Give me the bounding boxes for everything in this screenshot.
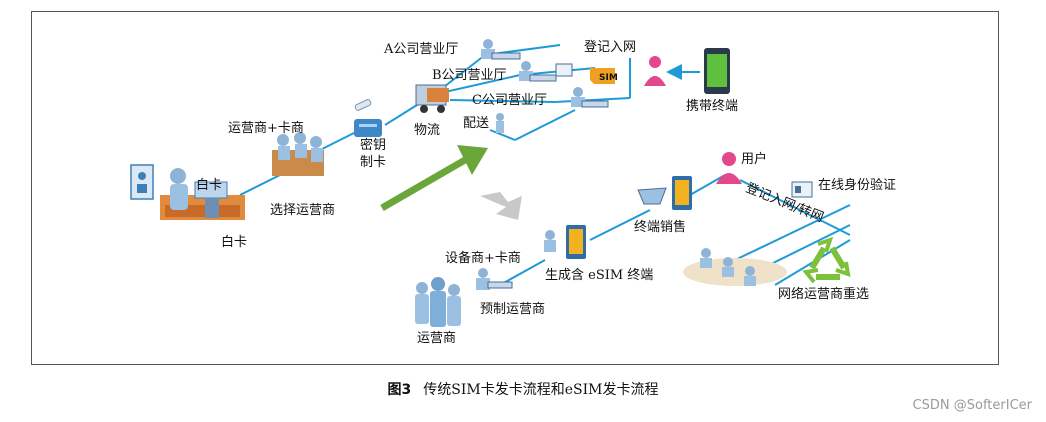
usb-key-icon bbox=[354, 99, 372, 111]
operator-card-vendor-meeting-icon bbox=[272, 132, 324, 176]
register-user-icon bbox=[644, 56, 666, 86]
operator-people-icon bbox=[415, 277, 461, 327]
label-online-verify: 在线身份验证 bbox=[818, 177, 896, 193]
traditional-flow-lines bbox=[239, 44, 700, 196]
label-b-hall: B公司营业厅 bbox=[432, 68, 507, 83]
label-white-card-bottom: 白卡 bbox=[221, 234, 247, 250]
figure-caption: 图3 传统SIM卡发卡流程和eSIM发卡流程 bbox=[0, 379, 1046, 399]
sim-esim-flow-diagram: A公司营业厅 B公司营业厅 C公司营业厅 登记入网 SIM 携带终端 运营商+卡… bbox=[130, 39, 896, 346]
label-operator: 运营商 bbox=[417, 331, 456, 346]
figure-title: 传统SIM卡发卡流程和eSIM发卡流程 bbox=[423, 382, 659, 398]
csdn-watermark: CSDN @SofterICer bbox=[912, 398, 1032, 413]
a-hall-service-icon bbox=[481, 39, 521, 60]
label-register-network: 登记入网 bbox=[584, 40, 636, 55]
esim-user-icon bbox=[716, 152, 742, 184]
label-terminal-sales: 终端销售 bbox=[634, 219, 686, 235]
label-c-hall: C公司营业厅 bbox=[472, 93, 547, 108]
mobile-phone-icon bbox=[704, 48, 730, 94]
label-generate-esim-terminal: 生成含 eSIM 终端 bbox=[545, 267, 653, 283]
label-select-operator: 选择运营商 bbox=[270, 203, 335, 218]
label-delivery: 配送 bbox=[463, 116, 489, 131]
c-hall-service-icon bbox=[571, 87, 609, 108]
device-card-vendor-icon bbox=[476, 268, 513, 290]
label-portable-terminal: 携带终端 bbox=[686, 98, 738, 114]
label-sim: SIM bbox=[599, 73, 618, 83]
label-white-card-top: 白卡 bbox=[196, 177, 222, 193]
logistics-truck-icon bbox=[415, 84, 449, 113]
esim-terminal-icon bbox=[544, 225, 586, 259]
label-register-transfer: 登记入网/转网 bbox=[744, 181, 826, 226]
label-user: 用户 bbox=[741, 151, 767, 167]
key-card-icon bbox=[354, 119, 382, 137]
label-preset-operator: 预制运营商 bbox=[480, 302, 545, 317]
label-a-hall: A公司营业厅 bbox=[383, 42, 458, 57]
doc-id-icon bbox=[130, 164, 154, 200]
label-make-card: 制卡 bbox=[360, 155, 386, 170]
b-hall-service-icon bbox=[519, 61, 573, 82]
green-transition-arrow bbox=[380, 145, 488, 212]
gray-transition-arrow bbox=[480, 192, 522, 220]
white-card-station-icon bbox=[160, 168, 245, 220]
reselect-service-desks-icon bbox=[683, 248, 787, 286]
label-logistics: 物流 bbox=[414, 123, 440, 138]
recycle-icon bbox=[802, 236, 851, 284]
label-network-operator-reselect: 网络运营商重选 bbox=[778, 286, 869, 302]
diagram-frame bbox=[31, 11, 999, 365]
online-verify-card-icon bbox=[791, 181, 813, 198]
figure-number: 图3 bbox=[387, 382, 412, 398]
label-device-card-vendor: 设备商+卡商 bbox=[445, 250, 521, 266]
sim-card-icon bbox=[590, 68, 615, 84]
delivery-courier-icon bbox=[496, 113, 504, 133]
terminal-sales-icon bbox=[637, 176, 692, 210]
label-operator-card-vendor: 运营商+卡商 bbox=[228, 121, 304, 136]
label-key: 密钥 bbox=[360, 137, 386, 153]
